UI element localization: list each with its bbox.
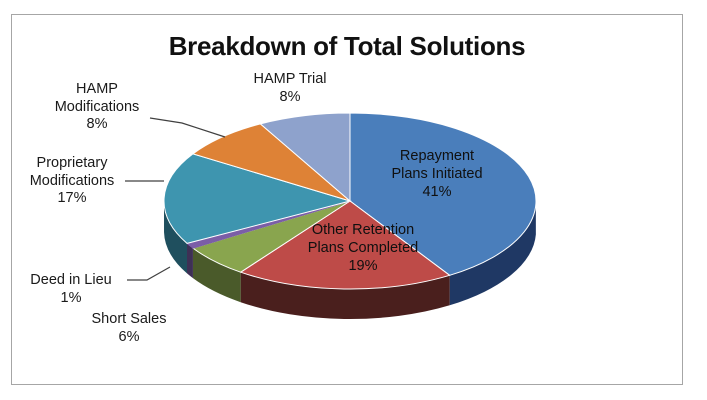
slice-label-other-retention-plans-completed: Other Retention Plans Completed 19% <box>283 221 443 275</box>
slice-label-short-sales-name: Short Sales <box>91 311 167 327</box>
slice-label-repayment-plans-initiated-name-2: Plans Initiated <box>391 166 483 183</box>
pie-slice-hamp-trial[interactable] <box>259 112 351 203</box>
pie-side-deed-in-lieu <box>187 243 193 279</box>
slice-label-deed-in-lieu-pct: 1% <box>60 289 82 306</box>
pie-side-proprietary-modifications <box>164 202 188 274</box>
slice-label-other-retention-pct: 19% <box>348 258 378 275</box>
slice-label-repayment-plans-initiated: Repayment Plans Initiated 41% <box>367 147 507 201</box>
slice-label-hamp-modifications-name-1: HAMP <box>76 81 118 97</box>
pie-slice-other-retention-plans-completed[interactable] <box>239 200 451 290</box>
slice-label-hamp-trial: HAMP Trial 8% <box>225 71 355 106</box>
slice-label-deed-in-lieu-name: Deed in Lieu <box>30 272 112 288</box>
slice-label-other-retention-name-1: Other Retention <box>311 222 415 238</box>
pie-side-other-retention-plans-completed <box>240 272 450 319</box>
pie-slice-proprietary-modifications[interactable] <box>163 153 352 244</box>
chart-frame: Breakdown of Total Solutions HAMP Trial … <box>11 14 683 385</box>
slice-label-hamp-modifications: HAMP Modifications 8% <box>42 81 152 134</box>
slice-label-short-sales: Short Sales 6% <box>75 311 183 346</box>
slice-label-proprietary-modifications-pct: 17% <box>57 190 87 207</box>
chart-title: Breakdown of Total Solutions <box>168 31 526 61</box>
slice-label-proprietary-modifications: Proprietary Modifications 17% <box>17 155 127 208</box>
pie-side-short-sales <box>192 248 241 303</box>
slice-label-proprietary-modifications-name-1: Proprietary <box>36 155 108 171</box>
leader-line-deed-in-lieu <box>127 266 171 281</box>
slice-label-repayment-plans-initiated-name-1: Repayment <box>399 148 475 164</box>
pie-slice-repayment-plans-initiated[interactable] <box>349 112 537 276</box>
slice-label-short-sales-pct: 6% <box>118 328 140 345</box>
pie-top-face <box>163 112 537 290</box>
slice-label-repayment-plans-initiated-pct: 41% <box>422 184 452 201</box>
pie-3d-side-walls <box>164 202 536 319</box>
pie-side-repayment-plans-initiated <box>449 204 536 306</box>
slice-label-hamp-trial-pct: 8% <box>279 88 301 105</box>
slice-label-other-retention-name-2: Plans Completed <box>307 240 419 257</box>
pie-chart-graphic <box>125 112 537 319</box>
slice-label-hamp-trial-name: HAMP Trial <box>253 71 327 87</box>
slice-label-hamp-modifications-name-2: Modifications <box>54 98 140 115</box>
slice-label-deed-in-lieu: Deed in Lieu 1% <box>17 272 125 307</box>
slice-label-proprietary-modifications-name-2: Modifications <box>29 172 115 189</box>
leader-lines <box>125 117 226 281</box>
slice-label-hamp-modifications-pct: 8% <box>86 116 108 133</box>
leader-line-hamp-modifications <box>149 117 226 138</box>
